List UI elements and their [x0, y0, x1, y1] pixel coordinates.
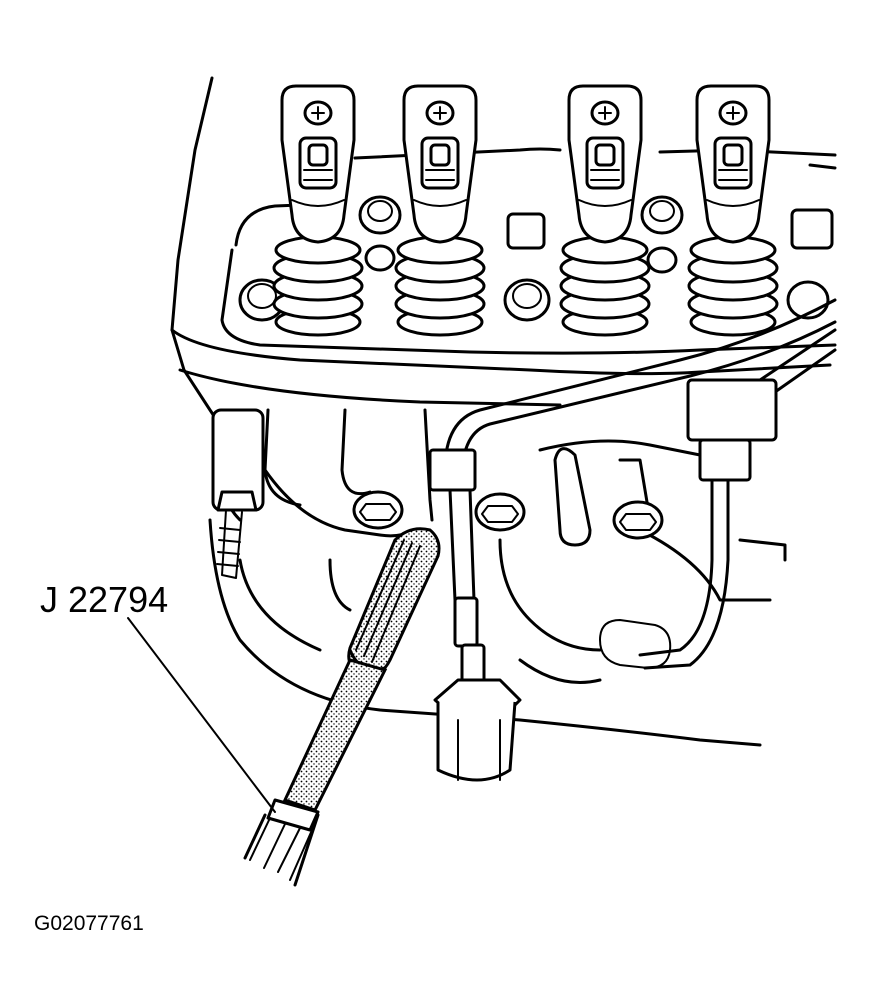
- rocker-arms: [280, 84, 771, 244]
- figure-id-label: G02077761: [34, 912, 144, 935]
- injector: [433, 488, 522, 782]
- tool-j22794: [243, 527, 441, 887]
- tool-leader-line: [127, 617, 276, 813]
- glow-plug: [211, 408, 265, 579]
- fuel-lines: [428, 298, 837, 670]
- tool-label: J 22794: [40, 579, 168, 620]
- manifold: [208, 408, 787, 747]
- valve-springs: [272, 235, 779, 337]
- manifold-bolts: [352, 490, 664, 540]
